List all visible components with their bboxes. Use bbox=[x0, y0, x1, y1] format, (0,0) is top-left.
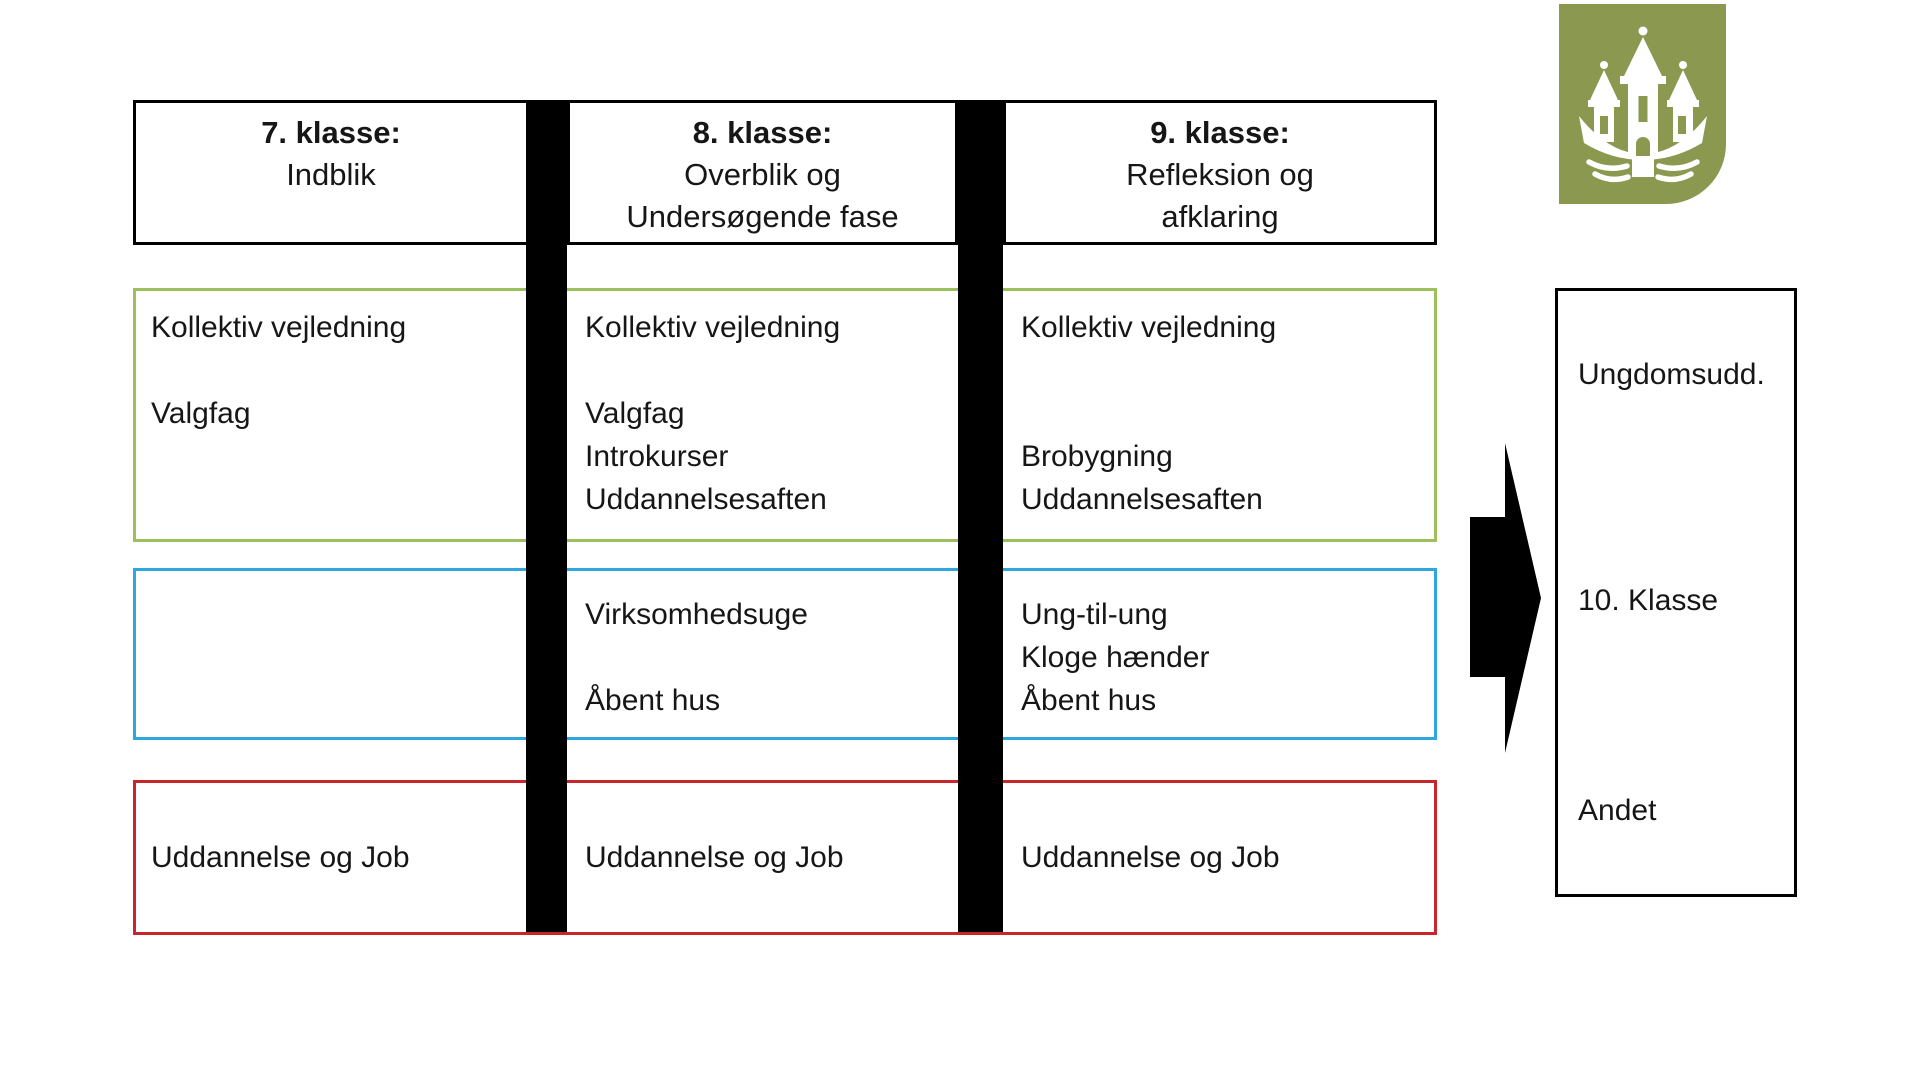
row-uddannelse-og-job-red: Uddannelse og Job Uddannelse og Job Udda… bbox=[133, 780, 1437, 935]
activity: Introkurser bbox=[585, 440, 729, 473]
activity: Kollektiv vejledning bbox=[1021, 311, 1277, 344]
column-divider-bar-2 bbox=[958, 100, 1003, 932]
outcome-andet: Andet bbox=[1578, 794, 1657, 827]
spacer-line bbox=[585, 349, 953, 392]
castle-icon bbox=[1579, 26, 1707, 183]
red-cell-9: Uddannelse og Job bbox=[1006, 783, 1440, 932]
header-title: 7. klasse: bbox=[261, 115, 401, 150]
green-cell-9: Kollektiv vejledning Brobygning Uddannel… bbox=[1006, 291, 1440, 539]
row-guidance-green: Kollektiv vejledning Valgfag Kollektiv v… bbox=[133, 288, 1437, 542]
green-cell-8: Kollektiv vejledning Valgfag Introkurser… bbox=[570, 291, 961, 539]
header-box-7-klasse: 7. klasse: Indblik bbox=[133, 100, 529, 245]
blue-cell-9: Ung-til-ung Kloge hænder Åbent hus bbox=[1006, 571, 1440, 737]
activity: Valgfag bbox=[151, 397, 251, 430]
activity: Uddannelse og Job bbox=[585, 840, 844, 874]
header-title: 8. klasse: bbox=[692, 115, 833, 150]
activity: Uddannelsesaften bbox=[585, 483, 827, 516]
activity: Kollektiv vejledning bbox=[585, 311, 841, 344]
activity: Åbent hus bbox=[1021, 684, 1157, 717]
blue-cell-8: Virksomhedsuge Åbent hus bbox=[570, 571, 961, 737]
header-subtitle: Refleksion og bbox=[1126, 157, 1314, 192]
header-subtitle: Overblik og bbox=[684, 157, 841, 192]
row-events-blue: Virksomhedsuge Åbent hus Ung-til-ung Klo… bbox=[133, 568, 1437, 740]
header-box-9-klasse: 9. klasse: Refleksion og afklaring bbox=[1003, 100, 1437, 245]
activity: Ung-til-ung bbox=[1021, 598, 1168, 631]
activity: Uddannelse og Job bbox=[151, 840, 410, 874]
activity: Kollektiv vejledning bbox=[151, 311, 407, 344]
header-subtitle: afklaring bbox=[1161, 199, 1279, 234]
column-divider-bar-1 bbox=[526, 100, 567, 932]
green-cell-7: Kollektiv vejledning Valgfag bbox=[136, 291, 529, 539]
header-subtitle: Indblik bbox=[286, 157, 376, 192]
outcome-ungdomsudd: Ungdomsudd. bbox=[1578, 358, 1765, 391]
right-arrow-icon bbox=[1470, 443, 1541, 753]
header-subtitle: Undersøgende fase bbox=[626, 199, 899, 234]
spacer-line bbox=[585, 636, 953, 679]
municipality-logo bbox=[1559, 4, 1726, 204]
activity: Brobygning bbox=[1021, 440, 1173, 473]
activity: Kloge hænder bbox=[1021, 641, 1210, 674]
activity: Virksomhedsuge bbox=[585, 598, 808, 631]
activity: Uddannelsesaften bbox=[1021, 483, 1263, 516]
outcome-box: Ungdomsudd. 10. Klasse Andet bbox=[1555, 288, 1797, 897]
blue-cell-7-empty bbox=[136, 571, 529, 737]
right-arrow-shape bbox=[1470, 443, 1541, 753]
activity: Valgfag bbox=[585, 397, 685, 430]
spacer-line bbox=[151, 349, 521, 392]
header-title: 9. klasse: bbox=[1150, 115, 1290, 150]
spacer-line bbox=[1021, 392, 1432, 435]
activity: Uddannelse og Job bbox=[1021, 840, 1280, 874]
header-box-8-klasse: 8. klasse: Overblik og Undersøgende fase bbox=[567, 100, 958, 245]
activity: Åbent hus bbox=[585, 684, 721, 717]
red-cell-7: Uddannelse og Job bbox=[136, 783, 529, 932]
outcome-10-klasse: 10. Klasse bbox=[1578, 584, 1719, 617]
spacer-line bbox=[1021, 349, 1432, 392]
red-cell-8: Uddannelse og Job bbox=[570, 783, 961, 932]
